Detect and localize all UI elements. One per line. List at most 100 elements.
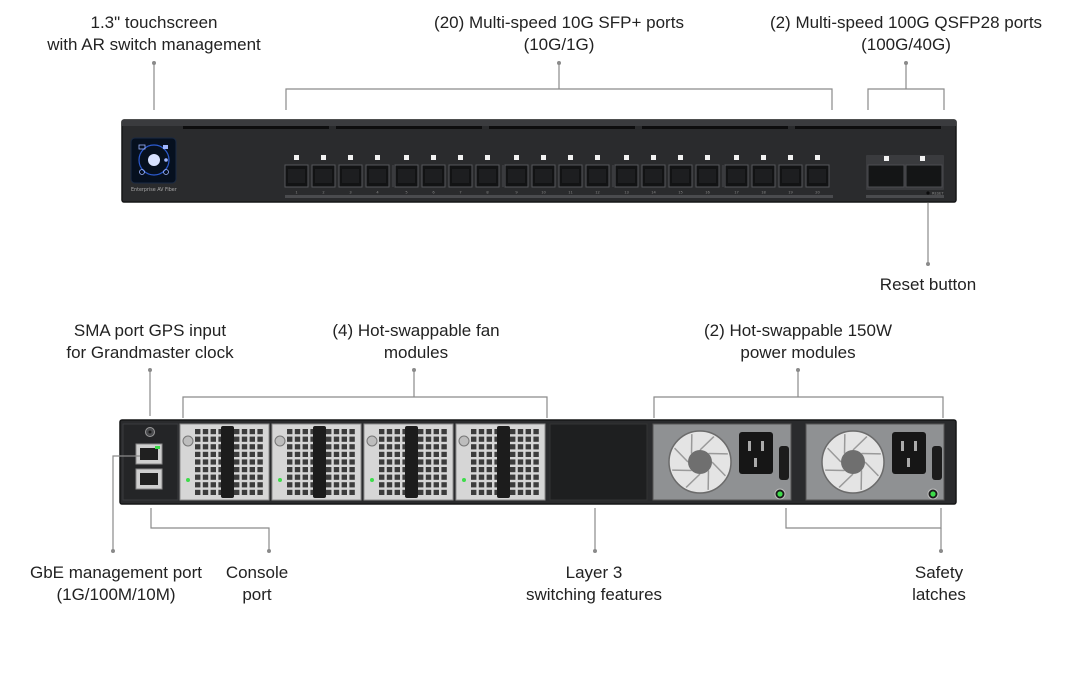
sfp-port-led — [705, 155, 710, 160]
fan-grille-hole — [510, 436, 516, 442]
fan-grille-hole — [195, 451, 201, 457]
fan-grille-hole — [341, 436, 347, 442]
sfp-port-led — [458, 155, 463, 160]
psu-handle[interactable] — [932, 446, 942, 480]
fan-grille-hole — [210, 489, 216, 495]
callout-power-line1: (2) Hot-swappable 150W — [703, 321, 893, 340]
power-inlet-socket[interactable] — [892, 432, 926, 474]
fan-grille-hole — [257, 482, 263, 488]
fan-grille-hole — [195, 467, 201, 473]
fan-grille-hole — [294, 451, 301, 457]
fan-grille-hole — [425, 436, 432, 442]
power-module-group — [652, 423, 945, 501]
thumbscrew-icon[interactable] — [274, 435, 286, 447]
power-module[interactable] — [805, 423, 945, 501]
sfp-port-number: 13 — [624, 191, 629, 195]
fan-grille-hole — [394, 489, 400, 495]
fan-grille-hole — [433, 482, 439, 488]
fan-grille-hole — [241, 467, 248, 473]
sfp-port-led — [514, 155, 519, 160]
psu-fan-blade — [711, 461, 726, 477]
fan-grille-hole — [349, 482, 355, 488]
sfp-port-led — [404, 155, 409, 160]
fan-grille-hole — [471, 489, 477, 495]
fan-grille-hole — [486, 482, 492, 488]
fan-grille-hole — [525, 429, 531, 435]
fan-grille-hole — [287, 482, 293, 488]
fan-module-handle[interactable] — [405, 426, 418, 498]
fan-grille-hole — [234, 459, 240, 465]
thumbscrew-icon[interactable] — [366, 435, 378, 447]
fan-grille-hole — [533, 444, 539, 450]
fan-grille-hole — [195, 459, 201, 465]
thumbscrew-icon[interactable] — [182, 435, 194, 447]
fan-grille-hole — [525, 474, 531, 480]
power-module[interactable] — [652, 423, 792, 501]
fan-grille-hole — [379, 444, 385, 450]
fan-grille-hole — [433, 436, 439, 442]
sfp-port-cage — [369, 169, 386, 183]
fan-grille-hole — [302, 474, 308, 480]
psu-handle[interactable] — [779, 446, 789, 480]
fan-grille-hole — [294, 474, 301, 480]
thumbscrew-icon[interactable] — [458, 435, 470, 447]
fan-grille-hole — [210, 444, 216, 450]
touchscreen-display[interactable] — [130, 137, 177, 184]
sfp-port-cage — [452, 169, 469, 183]
callout-touchscreen-line2: with AR switch management — [47, 35, 261, 54]
sfp-port-led — [761, 155, 766, 160]
fan-grille-hole — [210, 451, 216, 457]
fan-grille-hole — [241, 482, 248, 488]
fan-grille-hole — [349, 444, 355, 450]
callout-latches-line1: Safety — [914, 563, 964, 582]
fan-module-handle[interactable] — [313, 426, 326, 498]
fan-grille-hole — [533, 474, 539, 480]
fan-grille-hole — [486, 467, 492, 473]
fan-grille-hole — [249, 489, 255, 495]
sfp-port-number: 9 — [515, 191, 518, 195]
fan-grille-hole — [478, 451, 485, 457]
fan-module[interactable] — [179, 423, 270, 501]
fan-grille-hole — [326, 436, 332, 442]
fan-grille-hole — [349, 467, 355, 473]
fan-grille-hole — [257, 489, 263, 495]
callout-touchscreen-line1: 1.3" touchscreen — [90, 13, 218, 32]
fan-grille-hole — [234, 489, 240, 495]
fan-grille-hole — [478, 489, 485, 495]
console-port-socket — [140, 473, 158, 485]
fan-module[interactable] — [455, 423, 546, 501]
qsfp-port-1[interactable] — [867, 164, 905, 188]
fan-grille-hole — [210, 436, 216, 442]
gear-icon — [163, 169, 169, 175]
fan-grille-hole — [333, 436, 340, 442]
fan-grille-hole — [425, 451, 432, 457]
fan-grille-hole — [418, 429, 424, 435]
sfp-port-cage — [755, 169, 772, 183]
fan-grille-hole — [202, 436, 209, 442]
power-inlet-socket[interactable] — [739, 432, 773, 474]
sfp-port-led — [651, 155, 656, 160]
fan-grille-hole — [433, 489, 439, 495]
fan-grille-hole — [517, 474, 524, 480]
reset-button[interactable] — [926, 191, 930, 195]
fan-grille-hole — [425, 474, 432, 480]
fan-status-led — [278, 478, 282, 482]
psu-fan-blade — [685, 473, 701, 488]
fan-module-handle[interactable] — [221, 426, 234, 498]
fan-grille-hole — [486, 451, 492, 457]
fan-module[interactable] — [363, 423, 454, 501]
power-inlet-pin — [901, 441, 904, 451]
fan-grille-hole — [257, 429, 263, 435]
fan-grille-hole — [195, 482, 201, 488]
fan-grille-hole — [341, 444, 347, 450]
fan-module[interactable] — [271, 423, 362, 501]
fan-grille-hole — [287, 451, 293, 457]
qsfp-port-2[interactable] — [905, 164, 943, 188]
fan-grille-hole — [326, 451, 332, 457]
sfp-port-led — [788, 155, 793, 160]
fan-grille-hole — [441, 429, 447, 435]
fan-grille-hole — [386, 489, 393, 495]
fan-grille-hole — [471, 451, 477, 457]
fan-module-handle[interactable] — [497, 426, 510, 498]
